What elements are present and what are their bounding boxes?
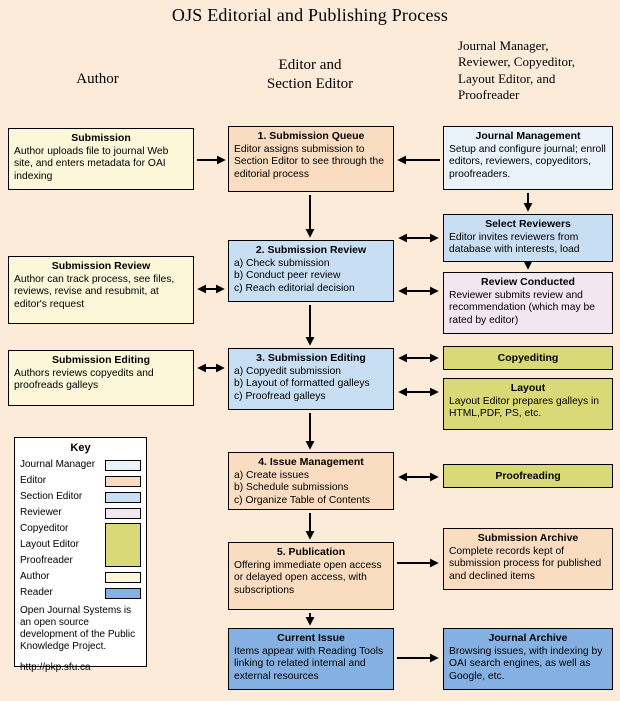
list-line: a) Create issues	[234, 469, 309, 481]
key-group-copyeditor-layout-proofreader: Copyeditor Layout Editor Proofreader	[20, 521, 141, 569]
box-submission-review-author: Submission Review Author can track proce…	[8, 256, 194, 324]
key-row-reader: Reader	[20, 585, 141, 601]
box-submission-archive-title: Submission Archive	[477, 532, 579, 544]
box-submission-editing-step-title: 3. Submission Editing	[256, 352, 366, 364]
key-row-journal-manager: Journal Manager	[20, 457, 141, 473]
key-row-reviewer: Reviewer	[20, 505, 141, 521]
box-journal-management: Journal Management Setup and configure j…	[443, 126, 613, 190]
box-select-reviewers-body: Editor invites reviewers from database w…	[449, 231, 580, 256]
list-line: b) Layout of formatted galleys	[234, 378, 370, 390]
list-line: c) Organize Table of Contents	[234, 494, 371, 506]
box-layout: Layout Layout Editor prepares galleys in…	[443, 378, 613, 430]
box-submission-editing-author-body: Authors reviews copyedits and proofreads…	[14, 367, 154, 392]
key-row-author: Author	[20, 569, 141, 585]
box-copyediting-title: Copyediting	[497, 351, 559, 364]
key-swatch-reviewer	[105, 507, 141, 519]
key-label: Proofreader	[20, 555, 73, 567]
box-submission-archive: Submission Archive Complete records kept…	[443, 528, 613, 590]
box-publication-body: Offering immediate open access or delaye…	[234, 559, 382, 596]
box-submission-body: Author uploads file to journal Web site,…	[14, 145, 169, 182]
legend-key: Key Journal Manager Editor Section Edito…	[14, 437, 147, 673]
key-row-editor: Editor	[20, 473, 141, 489]
box-submission-editing-step: 3. Submission Editing a) Copyedit submis…	[228, 348, 394, 410]
key-swatch-section-editor	[105, 491, 141, 503]
box-submission-review-step: 2. Submission Review a) Check submission…	[228, 240, 394, 302]
box-journal-archive-body: Browsing issues, with indexing by OAI se…	[449, 645, 603, 682]
box-submission-queue-title: 1. Submission Queue	[257, 130, 365, 142]
key-label: Layout Editor	[20, 539, 79, 551]
key-label: Author	[20, 571, 50, 583]
box-issue-management: 4. Issue Management a) Create issues b) …	[228, 452, 394, 510]
list-line: a) Copyedit submission	[234, 365, 342, 377]
box-select-reviewers: Select Reviewers Editor invites reviewer…	[443, 214, 613, 262]
box-layout-title: Layout	[510, 382, 546, 394]
key-label: Journal Manager	[20, 459, 96, 471]
box-submission: Submission Author uploads file to journa…	[8, 128, 194, 190]
box-review-conducted-body: Reviewer submits review and recommendati…	[449, 289, 595, 326]
box-current-issue-body: Items appear with Reading Tools linking …	[234, 645, 384, 682]
box-publication: 5. Publication Offering immediate open a…	[228, 542, 394, 610]
legend-key-title: Key	[70, 442, 91, 454]
box-submission-editing-author: Submission Editing Authors reviews copye…	[8, 350, 194, 406]
box-select-reviewers-title: Select Reviewers	[485, 218, 571, 230]
key-swatch-editor	[105, 475, 141, 487]
box-proofreading: Proofreading	[443, 464, 613, 488]
box-review-conducted: Review Conducted Reviewer submits review…	[443, 272, 613, 334]
box-submission-queue: 1. Submission Queue Editor assigns submi…	[228, 126, 394, 192]
list-line: b) Conduct peer review	[234, 270, 341, 282]
list-line: a) Check submission	[234, 257, 330, 269]
key-label: Editor	[20, 475, 47, 487]
box-submission-title: Submission	[71, 132, 131, 144]
key-row-section-editor: Section Editor	[20, 489, 141, 505]
key-swatch-reader	[105, 587, 141, 599]
key-label: Section Editor	[20, 491, 83, 503]
key-label: Copyeditor	[20, 523, 69, 535]
page-title: OJS Editorial and Publishing Process	[171, 5, 449, 25]
box-review-conducted-title: Review Conducted	[481, 276, 575, 288]
key-label: Reader	[20, 587, 53, 599]
key-label: Reviewer	[20, 507, 62, 519]
box-submission-review-step-title: 2. Submission Review	[255, 244, 367, 256]
box-publication-title: 5. Publication	[276, 546, 346, 558]
box-journal-management-body: Setup and configure journal; enroll edit…	[449, 143, 606, 180]
list-line: b) Schedule submissions	[234, 482, 349, 494]
box-submission-editing-author-title: Submission Editing	[51, 354, 150, 366]
column-header-others: Journal Manager, Reviewer, Copyeditor, L…	[458, 38, 576, 102]
key-url: http://pkp.sfu.ca	[20, 662, 91, 674]
box-issue-management-title: 4. Issue Management	[258, 456, 364, 468]
key-note: Open Journal Systems is an open source d…	[20, 605, 136, 653]
key-swatch-copyeditor	[105, 523, 141, 568]
key-swatch-author	[105, 571, 141, 583]
box-submission-archive-body: Complete records kept of submission proc…	[449, 545, 602, 582]
box-journal-management-title: Journal Management	[475, 130, 581, 142]
box-layout-body: Layout Editor prepares galleys in HTML,P…	[449, 395, 599, 420]
box-copyediting: Copyediting	[443, 346, 613, 370]
list-line: c) Proofread galleys	[234, 390, 326, 402]
box-submission-review-author-body: Author can track process, see files, rev…	[14, 273, 175, 310]
column-header-editor: Editor and Section Editor	[266, 57, 354, 92]
box-submission-queue-body: Editor assigns submission to Section Edi…	[234, 143, 384, 180]
box-current-issue: Current Issue Items appear with Reading …	[228, 628, 394, 690]
key-swatch-journal-manager	[105, 459, 141, 471]
box-submission-review-author-title: Submission Review	[51, 260, 151, 272]
list-line: c) Reach editorial decision	[234, 282, 355, 294]
box-journal-archive-title: Journal Archive	[488, 632, 568, 644]
box-current-issue-title: Current Issue	[277, 632, 345, 644]
column-header-author: Author	[76, 71, 119, 87]
box-proofreading-title: Proofreading	[495, 469, 561, 482]
box-journal-archive: Journal Archive Browsing issues, with in…	[443, 628, 613, 690]
